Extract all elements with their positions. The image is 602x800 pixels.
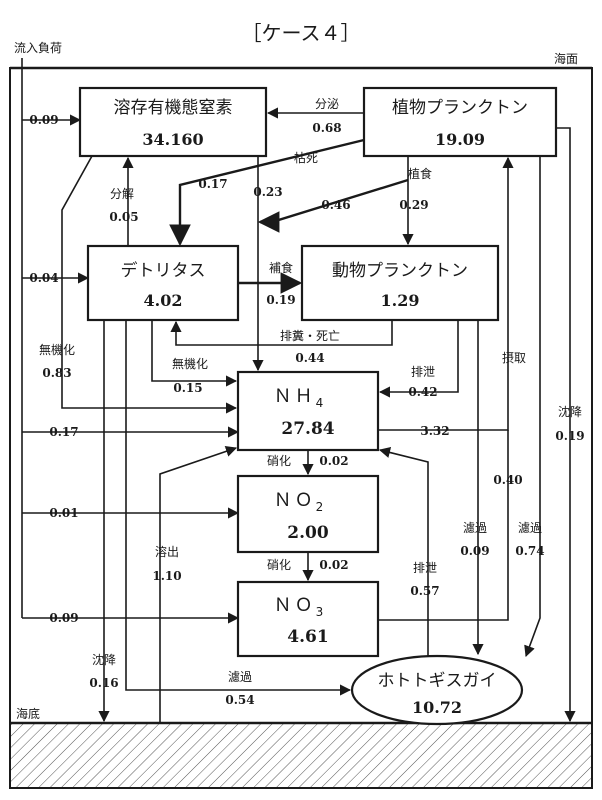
bottom-label: 海底 xyxy=(16,706,40,721)
don-value: 34.160 xyxy=(142,130,203,149)
arrow-clam-excretion xyxy=(378,447,429,656)
sink-phyto-value: 0.19 xyxy=(555,429,584,443)
arrow-death xyxy=(169,138,365,247)
uptake-label: 摂取 xyxy=(502,350,526,365)
grazing-label: 植食 xyxy=(408,166,432,181)
diagram-title: ［ケース４］ xyxy=(242,21,361,45)
clam-name: ホトトギスガイ xyxy=(378,671,497,691)
inflow-don-value: 0.09 xyxy=(29,113,58,127)
arrow-mineral-det xyxy=(151,320,238,387)
no2-name: ＮＯ2 xyxy=(274,490,327,514)
predation-value: 0.19 xyxy=(266,293,295,307)
filt-det-value: 0.54 xyxy=(225,693,254,707)
zoo-excr-value: 0.42 xyxy=(408,385,437,399)
sink-det-label: 沈降 xyxy=(92,652,116,667)
nitr-label-1: 硝化 xyxy=(267,454,291,468)
no3-box xyxy=(236,580,380,658)
no3-name: ＮＯ3 xyxy=(274,595,327,619)
grazing-value-b: 0.29 xyxy=(399,198,428,212)
don-box xyxy=(78,86,268,158)
phyto-name: 植物プランクトン xyxy=(392,98,528,118)
phyto-value: 19.09 xyxy=(435,130,485,149)
filt-zoo-label: 濾過 xyxy=(463,520,487,535)
sink-det-value: 0.16 xyxy=(89,676,118,690)
nh4-value: 27.84 xyxy=(281,419,334,439)
uptake-value-nh4: 3.32 xyxy=(420,424,449,438)
grazing-value-a: 0.46 xyxy=(321,198,350,212)
inflow-nh4-value: 0.17 xyxy=(49,425,78,439)
sink-phyto-label: 沈降 xyxy=(558,404,582,419)
no2-value: 2.00 xyxy=(287,523,329,543)
decomp-label: 分解 xyxy=(110,187,134,201)
arrow-uptake-no3 xyxy=(378,430,509,621)
surface-label: 海面 xyxy=(554,51,578,66)
filt-det-label: 濾過 xyxy=(228,669,252,684)
inflow-det-value: 0.04 xyxy=(29,271,58,285)
no3-value: 4.61 xyxy=(287,627,328,647)
release-label: 溶出 xyxy=(155,544,179,559)
zoo-box xyxy=(300,244,500,322)
decomp-value: 0.05 xyxy=(109,210,138,224)
predation-label: 補食 xyxy=(269,260,293,275)
nitr-value-1: 0.02 xyxy=(319,454,348,468)
excretion-label: 分泌 xyxy=(315,97,339,111)
excretion-value: 0.68 xyxy=(312,121,341,135)
inflow-no2-value: 0.01 xyxy=(49,506,78,520)
no2-box xyxy=(236,474,380,554)
arrow-phyto-sink xyxy=(556,127,576,723)
mineral-value-2: 0.15 xyxy=(173,381,202,395)
arrow-grazing-046 xyxy=(257,178,409,233)
zoo-excr-label: 排泄 xyxy=(411,365,435,379)
clam-excr-label: 排泄 xyxy=(413,561,437,575)
inflow-label: 流入負荷 xyxy=(14,41,62,55)
nh4-box xyxy=(236,370,380,452)
nitr-label-2: 硝化 xyxy=(267,558,291,572)
arrow-zoo-excretion xyxy=(378,320,459,398)
arrow-filter-phyto xyxy=(524,155,541,658)
death-label: 枯死 xyxy=(294,150,318,165)
clam-value: 10.72 xyxy=(412,698,462,717)
detritus-name: デトリタス xyxy=(121,260,206,281)
egest-value: 0.44 xyxy=(295,351,324,365)
don-name: 溶存有機態窒素 xyxy=(114,98,233,118)
sea-bottom-hatch xyxy=(11,723,591,787)
mineral-label-1: 無機化 xyxy=(39,342,75,357)
zoo-name: 動物プランクトン xyxy=(332,261,468,281)
phyto-nh4-value: 0.23 xyxy=(253,185,282,199)
clam-excr-value: 0.57 xyxy=(410,584,439,598)
filt-phyto-label: 濾過 xyxy=(518,520,542,535)
zoo-value: 1.29 xyxy=(381,291,420,310)
egest-label: 排糞・死亡 xyxy=(280,328,340,343)
arrow-filter-det xyxy=(125,320,352,696)
detritus-value: 4.02 xyxy=(144,291,183,310)
mineral-value-1: 0.83 xyxy=(42,366,71,380)
nh4-name: ＮＨ4 xyxy=(274,386,327,410)
filt-phyto-value: 0.74 xyxy=(515,544,544,558)
arrow-release xyxy=(159,445,238,723)
uptake-value-no3: 0.40 xyxy=(493,473,522,487)
release-value: 1.10 xyxy=(152,569,181,583)
death-value: 0.17 xyxy=(198,177,227,191)
arrow-egestion xyxy=(170,320,393,346)
phyto-box xyxy=(362,86,558,158)
clam-ellipse xyxy=(350,654,524,726)
mineral-label-2: 無機化 xyxy=(172,356,208,371)
inflow-no3-value: 0.09 xyxy=(49,611,78,625)
filt-zoo-value: 0.09 xyxy=(460,544,489,558)
nitr-value-2: 0.02 xyxy=(319,558,348,572)
arrow-mineral-don xyxy=(61,155,238,414)
